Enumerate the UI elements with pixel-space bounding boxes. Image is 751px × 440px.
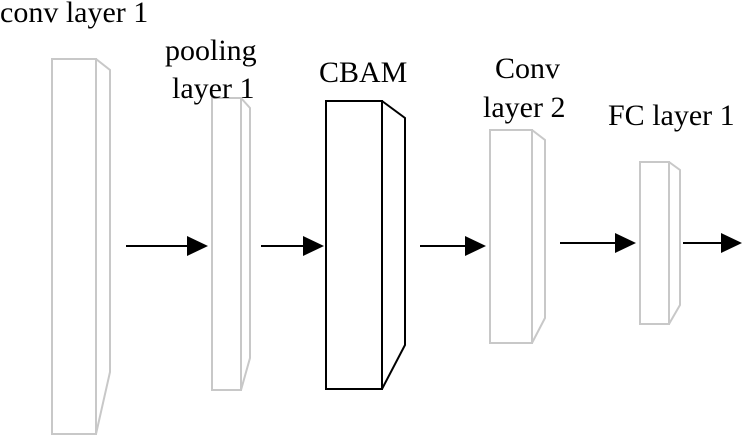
conv-layer-2-label-line2: layer 2: [483, 91, 566, 124]
arrow-pool1-to-cbam: [261, 236, 324, 256]
cbam-block: [325, 100, 406, 390]
conv-layer-1-block: [51, 58, 111, 435]
fc-layer-1-label: FC layer 1: [608, 99, 735, 132]
fc-layer-1-block: [639, 161, 681, 325]
cbam-label: CBAM: [319, 56, 408, 89]
arrow-conv2-to-fc1: [560, 233, 636, 253]
pooling-layer-1-label-line1: pooling: [165, 34, 257, 67]
conv-layer-1-label: conv layer 1: [0, 0, 149, 29]
arrow-fc1-to-output: [683, 233, 742, 253]
pooling-layer-1-label-line2: layer 1: [172, 72, 255, 105]
conv-layer-2-block: [489, 129, 546, 344]
conv-layer-2-label-line1: Conv: [495, 52, 561, 85]
arrow-cbam-to-conv2: [420, 236, 486, 256]
arrow-conv1-to-pool1: [126, 236, 208, 256]
pooling-layer-1-block: [211, 97, 251, 391]
